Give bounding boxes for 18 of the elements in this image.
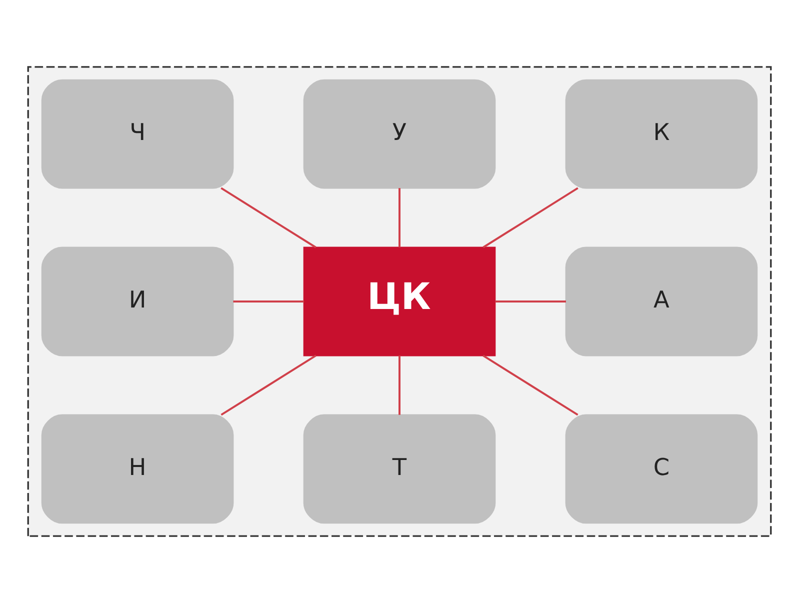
node-box: У [303, 79, 496, 189]
node-box: А [565, 246, 758, 356]
cluster [27, 66, 772, 537]
connector [220, 187, 316, 248]
connector [495, 300, 566, 302]
connector [233, 300, 304, 302]
connector [482, 187, 578, 248]
node-box: Н [41, 414, 234, 524]
connector [398, 356, 400, 415]
node-box: Т [303, 414, 496, 524]
connector [220, 354, 316, 416]
node-box: К [565, 79, 758, 189]
connector [482, 354, 578, 416]
connector [398, 188, 400, 248]
node-box: Ч [41, 79, 234, 189]
node-box: С [565, 414, 758, 524]
node-box: ЦК [303, 246, 496, 356]
node-box: И [41, 246, 234, 356]
